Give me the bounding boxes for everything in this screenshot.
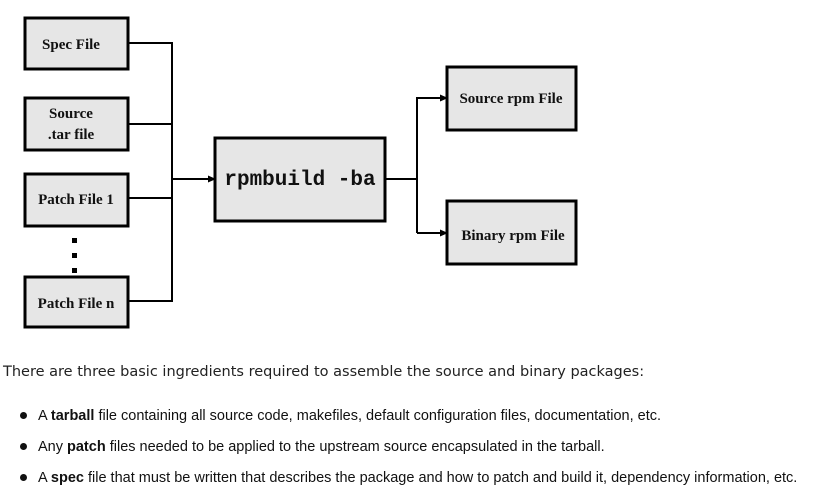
source-tar-label-line2: .tar file <box>48 127 95 143</box>
patch-file-1-label: Patch File 1 <box>38 192 114 208</box>
list-item-spec: A spec file that must be written that de… <box>20 468 798 499</box>
patch-file-1-box: Patch File 1 <box>23 172 130 228</box>
source-rpm-box: Source rpm File <box>445 65 578 132</box>
item-prefix: Any <box>38 439 68 455</box>
item-prefix: A <box>38 470 51 486</box>
item-rest: file containing all source code, makefil… <box>94 408 662 424</box>
spec-file-box: Spec File <box>23 16 130 71</box>
rpmbuild-flow-diagram: Spec File Source .tar file Patch File 1 … <box>23 16 578 329</box>
item-prefix: A <box>38 408 51 424</box>
item-term: spec <box>50 470 84 486</box>
source-rpm-label: Source rpm File <box>459 91 562 107</box>
source-tar-box: Source .tar file <box>23 96 130 152</box>
list-item-patch: Any patch files needed to be applied to … <box>20 437 797 468</box>
rpmbuild-box: rpmbuild -ba <box>213 136 387 223</box>
binary-rpm-box: Binary rpm File <box>445 199 578 266</box>
bullet-icon <box>20 443 27 450</box>
input-connectors <box>128 42 216 302</box>
patch-file-n-label: Patch File n <box>38 296 115 312</box>
rpmbuild-label: rpmbuild -ba <box>224 169 376 192</box>
ingredients-list: A tarball file containing all source cod… <box>20 406 798 499</box>
list-item-tarball: A tarball file containing all source cod… <box>20 406 797 437</box>
item-term: patch <box>67 439 106 455</box>
source-tar-label-line1: Source <box>49 106 93 122</box>
output-connectors <box>385 94 448 237</box>
patch-file-n-box: Patch File n <box>23 275 130 329</box>
bullet-icon <box>20 474 27 481</box>
item-term: tarball <box>50 408 95 424</box>
item-rest: file that must be written that describes… <box>83 470 798 486</box>
binary-rpm-label: Binary rpm File <box>461 228 565 244</box>
bullet-icon <box>20 412 27 419</box>
item-rest: files needed to be applied to the upstre… <box>105 439 605 455</box>
intro-paragraph: There are three basic ingredients requir… <box>3 364 645 380</box>
spec-file-label: Spec File <box>42 37 100 53</box>
ellipsis-dots <box>72 238 77 273</box>
